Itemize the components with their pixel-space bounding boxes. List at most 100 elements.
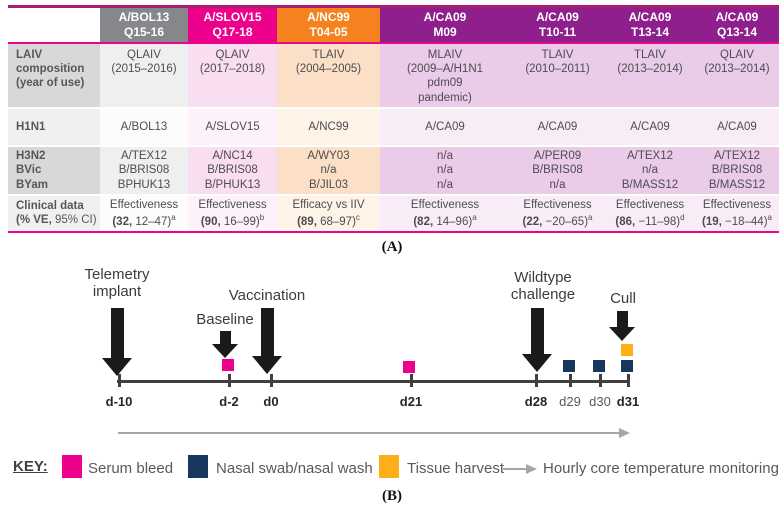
key-title: KEY: [13, 458, 48, 475]
row-laiv-cell-2: QLAIV(2017–2018) [188, 42, 277, 109]
timeline-tick-label-d31: d31 [616, 394, 640, 409]
key-label-nasal: Nasal swab/nasal wash [216, 460, 373, 477]
monitoring-arrow-line [118, 432, 619, 434]
timeline-axis [117, 380, 630, 383]
key-swatch-serum [62, 455, 82, 478]
timeline-tick-label-d28: d28 [524, 394, 548, 409]
key-label-tissue: Tissue harvest [407, 460, 504, 477]
timeline-tick-d0 [270, 374, 273, 387]
key-monitoring-arrow-line [503, 468, 526, 470]
timeline-tick-d31 [627, 374, 630, 387]
arrow-shaft [260, 308, 274, 356]
row-h1n1-cell-6: A/CA09 [605, 108, 695, 147]
timeline-tick-d21 [410, 374, 413, 387]
arrow-shaft [530, 308, 544, 354]
marker-serum-2 [403, 361, 415, 373]
row-h1n1-cell-5: A/CA09 [510, 108, 605, 147]
row-clinical-cell-2: Effectiveness(90, 16–99)b [188, 195, 277, 232]
row-laiv-cell-7: QLAIV(2013–2014) [695, 42, 779, 109]
event-arrow-telemetry-implant [102, 308, 132, 376]
row-clinical-cell-5: Effectiveness(22, −20–65)a [510, 195, 605, 232]
marker-nasal-4 [593, 360, 605, 372]
timeline-tick-label-d0: d0 [263, 394, 279, 409]
arrow-shaft [616, 311, 628, 327]
row-h1n1-cell-3: A/NC99 [277, 108, 380, 147]
arrow-shaft [219, 331, 231, 344]
panel-b-label: (B) [382, 488, 402, 504]
arrow-shaft [110, 308, 124, 358]
key-swatch-nasal [188, 455, 208, 478]
monitoring-arrow-head [619, 428, 630, 438]
row-clinical-cell-4: Effectiveness(82, 14–96)a [380, 195, 510, 232]
event-arrow-cull [609, 311, 635, 341]
timeline-tick-label-d-10: d-10 [105, 394, 133, 409]
timeline-tick-d-2 [228, 374, 231, 387]
row-laiv-cell-1: QLAIV(2015–2016) [100, 42, 188, 109]
event-label-vaccination: Vaccination [228, 287, 306, 304]
panel-a-label: (A) [381, 239, 403, 255]
row-laiv-cell-5: TLAIV(2010–2011) [510, 42, 605, 109]
row-clinical: Clinical data(% VE, 95% CI)Effectiveness… [8, 195, 779, 232]
arrow-head [609, 327, 635, 341]
timeline-tick-label-d-2: d-2 [219, 394, 239, 409]
timeline-tick-d30 [599, 374, 602, 387]
timeline-tick-d28 [535, 374, 538, 387]
event-arrow-vaccination [252, 308, 282, 374]
event-arrow-baseline [212, 331, 238, 358]
arrow-head [102, 358, 132, 376]
timeline-tick-d29 [569, 374, 572, 387]
row-h1n1-label: H1N1 [8, 108, 100, 147]
row-clinical-label: Clinical data(% VE, 95% CI) [8, 195, 100, 232]
marker-tissue-6 [621, 344, 633, 356]
row-laiv-cell-6: TLAIV(2013–2014) [605, 42, 695, 109]
event-arrow-wildtype-challenge [522, 308, 552, 372]
timeline-tick-d-10 [118, 374, 121, 387]
marker-serum-1 [222, 359, 234, 371]
marker-nasal-3 [563, 360, 575, 372]
row-h1n1-cell-1: A/BOL13 [100, 108, 188, 147]
row-clinical-cell-3: Efficacy vs IIV(89, 68–97)c [277, 195, 380, 232]
row-h1n1-cell-4: A/CA09 [380, 108, 510, 147]
timeline-tick-label-d30: d30 [589, 394, 611, 409]
event-label-baseline: Baseline [196, 311, 254, 328]
row-clinical-cell-7: Effectiveness(19, −18–44)a [695, 195, 779, 232]
row-h1n1-cell-7: A/CA09 [695, 108, 779, 147]
arrow-head [252, 356, 282, 374]
row-clinical-cell-1: Effectiveness(32, 12–47)a [100, 195, 188, 232]
corner-cell [8, 6, 100, 44]
timeline-tick-label-d21: d21 [399, 394, 423, 409]
arrow-head [212, 344, 238, 358]
key-swatch-tissue [379, 455, 399, 478]
key-label-monitoring: Hourly core temperature monitoring [543, 460, 779, 477]
event-label-cull: Cull [610, 290, 636, 307]
